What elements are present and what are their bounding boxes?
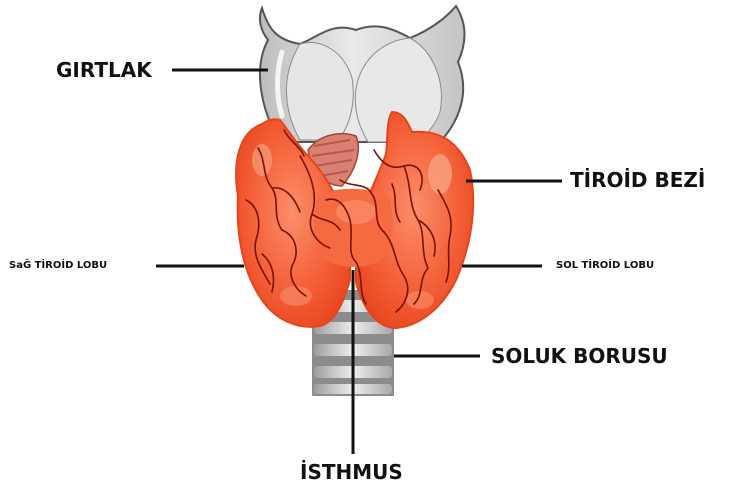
right-lobe-label: SaĞ TİROİD LOBU xyxy=(9,261,107,271)
isthmus-label: İSTHMUS xyxy=(300,462,403,482)
larynx-label: GIRTLAK xyxy=(56,60,152,80)
trachea-label: SOLUK BORUSU xyxy=(491,346,668,366)
thyroid-gland-label: TİROİD BEZİ xyxy=(570,170,705,190)
left-lobe-label: SOL TİROİD LOBU xyxy=(556,261,654,271)
